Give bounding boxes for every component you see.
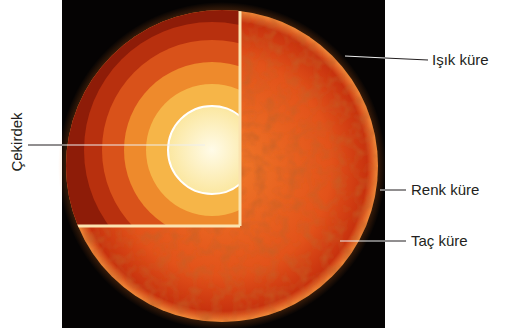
core bbox=[168, 106, 256, 194]
cutaway bbox=[60, 0, 340, 278]
sun-glow bbox=[58, 2, 386, 328]
part-label: Taç küre bbox=[411, 232, 468, 250]
part-label: Işık küre bbox=[432, 51, 489, 69]
leader-lines bbox=[28, 56, 428, 241]
part-label: Çekirdek bbox=[8, 112, 26, 171]
part-label: Renk küre bbox=[411, 181, 479, 199]
